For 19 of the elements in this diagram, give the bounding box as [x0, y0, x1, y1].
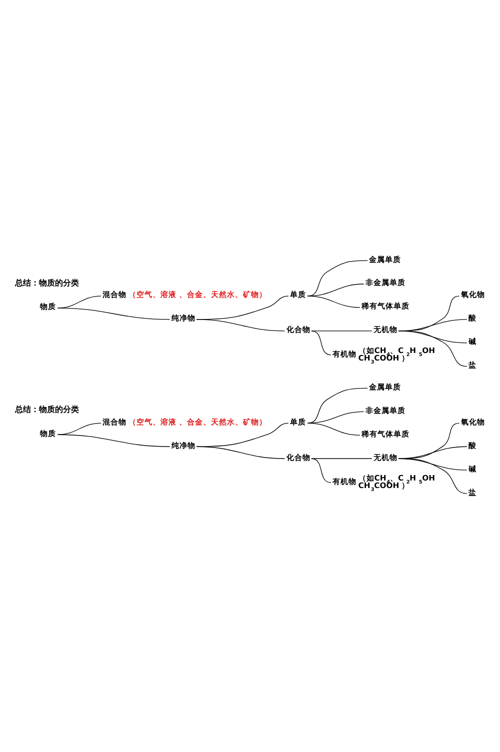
connector	[398, 446, 468, 458]
connector	[307, 260, 368, 296]
connector	[311, 458, 332, 482]
connector	[307, 283, 364, 296]
connector	[398, 458, 468, 494]
label: 总结：物质的分类	[14, 403, 79, 414]
connector	[311, 330, 332, 355]
connector	[196, 446, 285, 458]
connector	[307, 295, 360, 308]
connector	[307, 387, 368, 423]
connector	[57, 434, 170, 446]
connector	[307, 410, 364, 423]
label: 总结：物质的分类	[14, 276, 79, 287]
connector	[307, 422, 360, 435]
connector	[311, 330, 372, 331]
connector	[57, 307, 170, 320]
connector	[398, 330, 468, 366]
connector	[196, 318, 285, 331]
connector	[57, 422, 102, 434]
